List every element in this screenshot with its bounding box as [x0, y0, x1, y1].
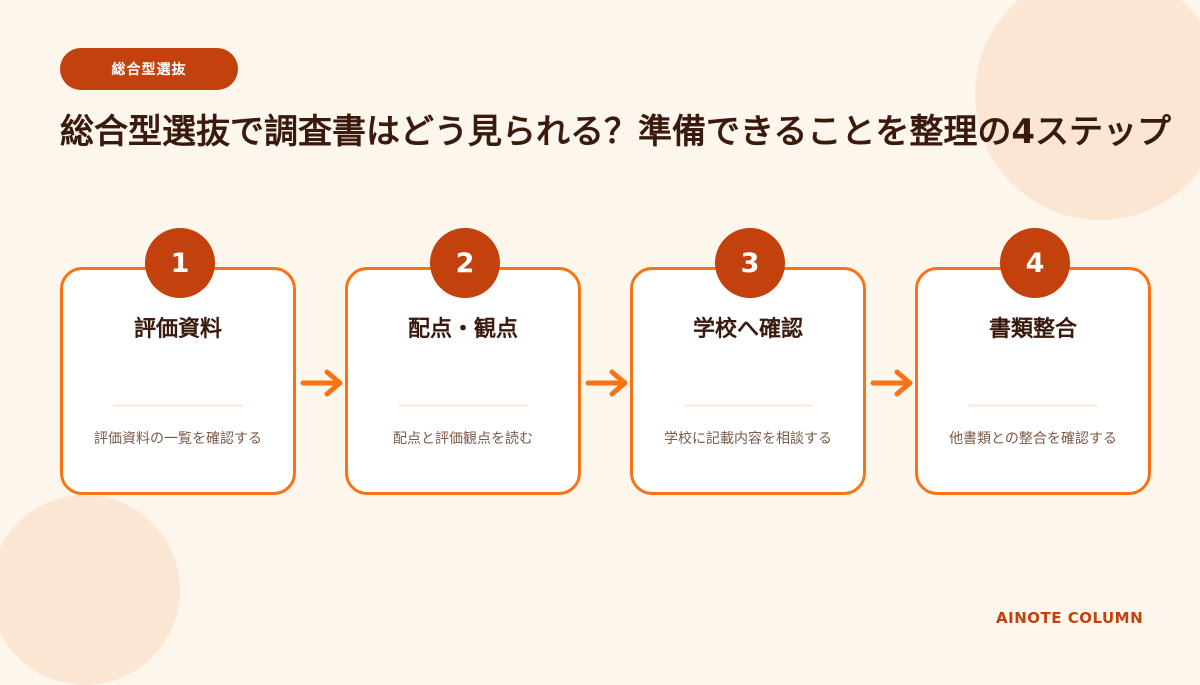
brand-footer: AINOTE COLUMN — [996, 609, 1144, 627]
arrow-right-icon — [300, 369, 343, 397]
decorative-circle-top-right — [975, 0, 1200, 220]
page-title: 総合型選抜で調査書はどう見られる？準備できることを整理の4ステップ — [60, 112, 1171, 152]
step-card-3: 学校へ確認 学校に記載内容を相談する — [630, 267, 866, 495]
step-card-1: 評価資料 評価資料の一覧を確認する — [60, 267, 296, 495]
arrow-right-icon — [870, 369, 913, 397]
step-number-badge-3: 3 — [715, 228, 785, 298]
step-description: 学校に記載内容を相談する — [664, 431, 832, 447]
step-description: 評価資料の一覧を確認する — [94, 431, 262, 447]
step-divider — [113, 404, 243, 407]
decorative-circle-bottom-left — [0, 495, 180, 685]
step-title: 書類整合 — [988, 317, 1077, 342]
step-description: 他書類との整合を確認する — [949, 431, 1117, 447]
step-divider — [968, 404, 1098, 407]
step-number-badge-2: 2 — [430, 228, 500, 298]
step-card-2: 配点・観点 配点と評価観点を読む — [345, 267, 581, 495]
category-tag: 総合型選抜 — [60, 48, 238, 90]
step-divider — [683, 404, 813, 407]
step-number-badge-4: 4 — [1000, 228, 1070, 298]
step-card-4: 書類整合 他書類との整合を確認する — [915, 267, 1151, 495]
step-number-badge-1: 1 — [145, 228, 215, 298]
arrow-right-icon — [585, 369, 628, 397]
step-divider — [398, 404, 528, 407]
step-title: 評価資料 — [133, 317, 222, 342]
step-title: 学校へ確認 — [692, 317, 803, 342]
step-title: 配点・観点 — [407, 317, 518, 342]
step-description: 配点と評価観点を読む — [393, 431, 533, 447]
